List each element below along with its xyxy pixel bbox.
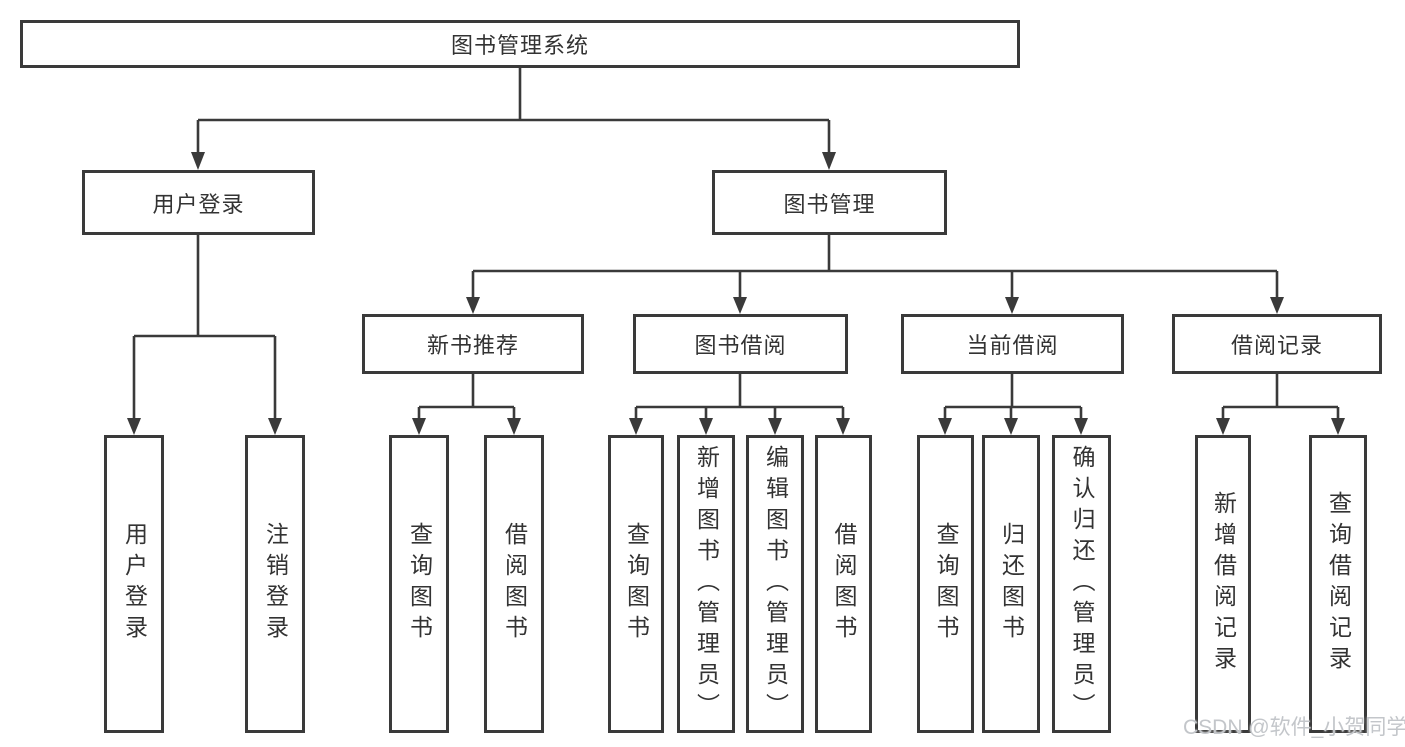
leaf-user-login-label: 用户登录 — [121, 522, 148, 646]
node-user-login: 用户登录 — [82, 170, 315, 235]
leaf-confirm-return-admin-label: 确认归还（管理员） — [1069, 444, 1095, 724]
node-book-borrow-label: 图书借阅 — [694, 333, 787, 358]
leaf-query-book-3: 查询图书 — [917, 435, 974, 733]
leaf-borrow-book-2-label: 借阅图书 — [831, 522, 857, 646]
leaf-query-book-3-label: 查询图书 — [933, 522, 959, 646]
leaf-add-book-admin: 新增图书（管理员） — [677, 435, 735, 733]
leaf-logout-label: 注销登录 — [262, 522, 289, 646]
leaf-query-borrow-record-label: 查询借阅记录 — [1325, 491, 1352, 677]
leaf-query-book-1: 查询图书 — [389, 435, 449, 733]
node-new-book-recommend-label: 新书推荐 — [426, 333, 519, 358]
node-root-label: 图书管理系统 — [450, 33, 589, 58]
leaf-borrow-book-1-label: 借阅图书 — [501, 522, 528, 646]
node-current-borrow: 当前借阅 — [901, 314, 1124, 374]
leaf-return-book: 归还图书 — [982, 435, 1040, 733]
leaf-edit-book-admin: 编辑图书（管理员） — [746, 435, 804, 733]
leaf-query-book-2-label: 查询图书 — [623, 522, 650, 646]
leaf-borrow-book-2: 借阅图书 — [815, 435, 872, 733]
node-borrow-record: 借阅记录 — [1172, 314, 1382, 374]
leaf-query-book-2: 查询图书 — [608, 435, 664, 733]
leaf-logout: 注销登录 — [245, 435, 305, 733]
node-new-book-recommend: 新书推荐 — [362, 314, 584, 374]
leaf-return-book-label: 归还图书 — [998, 522, 1025, 646]
leaf-add-borrow-record: 新增借阅记录 — [1195, 435, 1251, 733]
node-book-management-label: 图书管理 — [783, 191, 876, 217]
node-book-borrow: 图书借阅 — [633, 314, 848, 374]
node-root: 图书管理系统 — [20, 20, 1020, 68]
leaf-query-book-1-label: 查询图书 — [406, 522, 433, 646]
leaf-borrow-book-1: 借阅图书 — [484, 435, 544, 733]
leaf-confirm-return-admin: 确认归还（管理员） — [1052, 435, 1111, 733]
node-current-borrow-label: 当前借阅 — [966, 333, 1059, 358]
node-user-login-label: 用户登录 — [152, 191, 245, 217]
leaf-add-borrow-record-label: 新增借阅记录 — [1210, 491, 1237, 677]
leaf-add-book-admin-label: 新增图书（管理员） — [693, 444, 720, 724]
node-book-management: 图书管理 — [712, 170, 947, 235]
leaf-edit-book-admin-label: 编辑图书（管理员） — [762, 444, 789, 724]
node-borrow-record-label: 借阅记录 — [1230, 333, 1323, 358]
arrowheads — [127, 152, 1345, 435]
leaf-user-login: 用户登录 — [104, 435, 164, 733]
leaf-query-borrow-record: 查询借阅记录 — [1309, 435, 1367, 733]
csdn-watermark: CSDN @软件_小贺同学 — [1183, 716, 1405, 739]
